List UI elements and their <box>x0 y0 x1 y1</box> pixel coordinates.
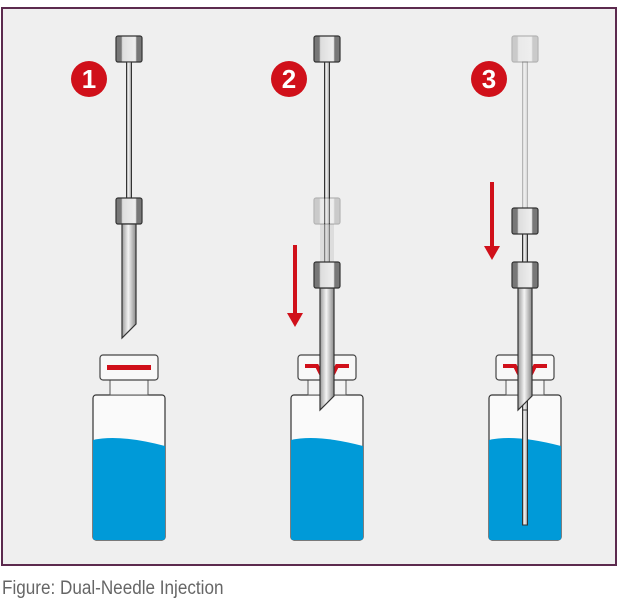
needle-hub <box>115 197 143 225</box>
inner-needle <box>522 409 528 526</box>
dual-needle-diagram: 1 2 3 <box>1 7 617 566</box>
needle-hub <box>115 35 143 63</box>
vial-neck <box>109 379 149 396</box>
down-arrow-head <box>484 246 500 260</box>
outer-needle <box>517 287 533 412</box>
vial-liquid <box>291 438 363 540</box>
needle-hub <box>511 35 539 63</box>
vial-liquid <box>93 438 165 540</box>
inner-needle <box>522 61 528 209</box>
step-number: 2 <box>282 64 296 94</box>
septum <box>107 365 151 370</box>
outer-needle <box>319 287 335 412</box>
needle-hub <box>511 207 539 235</box>
needle-hub <box>313 197 341 225</box>
needle-hub <box>313 261 341 289</box>
ghost-needle <box>320 224 334 264</box>
inner-needle <box>126 61 132 199</box>
step-badge <box>471 61 507 97</box>
step-number: 1 <box>82 64 96 94</box>
step-number: 3 <box>482 64 496 94</box>
figure-caption: Figure: Dual-Needle Injection <box>2 578 224 599</box>
outer-needle <box>121 223 137 340</box>
down-arrow-head <box>287 313 303 327</box>
step-badge <box>271 61 307 97</box>
needle-hub <box>313 35 341 63</box>
step-badge <box>71 61 107 97</box>
needle-hub <box>511 261 539 289</box>
